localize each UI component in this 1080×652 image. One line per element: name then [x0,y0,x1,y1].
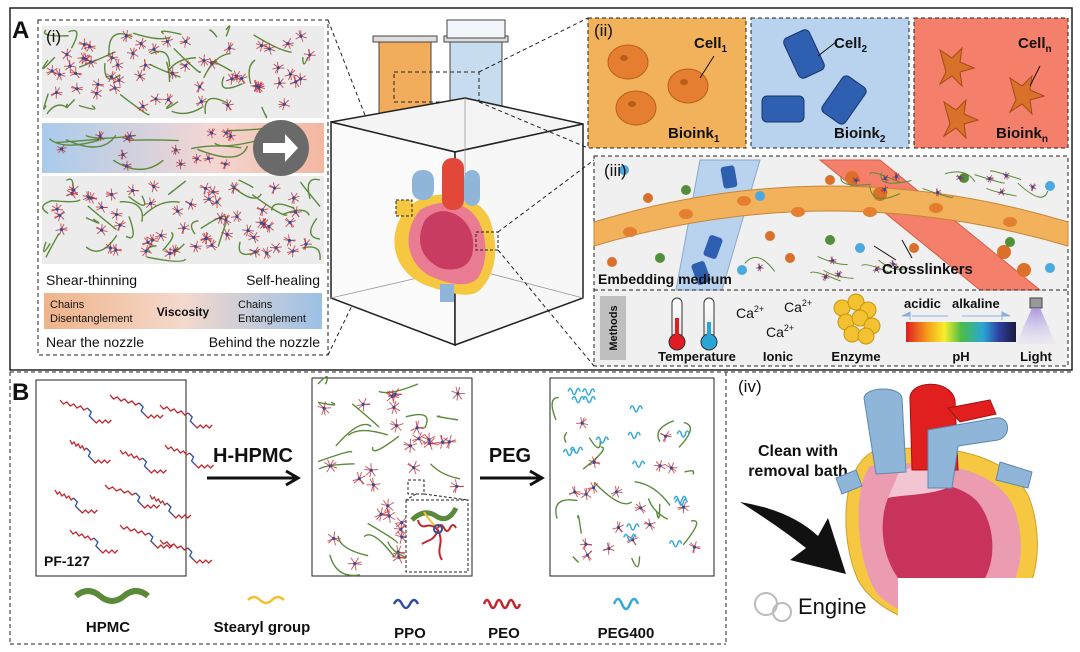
celln-label: Celln [1018,35,1052,55]
behind-nozzle-label: Behind the nozzle [209,334,321,350]
subpanel-iii-label: (iii) [604,161,627,180]
flow-arrow-icon [263,134,298,162]
filament-blue-cells [691,165,738,285]
peg-label: PEG [489,445,531,467]
cell2-label: Cell2 [834,35,868,55]
legend-peg400: PEG400 [598,625,655,642]
peg-network [551,387,701,568]
thermometer-icon [668,297,718,351]
chains-dis-2: Disentanglement [50,313,133,325]
peo-swatch [482,598,522,610]
ph-gradient [906,322,1016,342]
ppo-swatch [392,598,420,610]
chains-ent-2: Entanglement [238,313,306,325]
legend: HPMC Stearyl group PPO PEO PEG400 [74,588,655,642]
panel-a-letter: A [12,17,29,44]
zoom-inset [405,499,469,573]
stearyl-swatch [247,595,285,605]
legend-ppo: PPO [394,625,426,642]
polymer-chains-bottom [42,178,321,262]
hhpmc-network [317,376,465,577]
chains-ent-1: Chains [238,299,273,311]
ca-ion-2: Ca2+ [784,298,812,315]
arrow-to-peg [480,469,545,487]
hpmc-swatch [74,588,150,604]
panel-b-letter: B [12,379,29,406]
watermark-text: Engine [798,594,867,619]
watermark: Engine [754,578,1072,642]
ionic-label: Ionic [763,349,793,364]
ca-ion-1: Ca2+ [736,304,764,321]
chains-dis-1: Chains [50,299,85,311]
printing-cube [330,19,584,347]
polymer-chains-top [42,25,316,119]
polymer-chains-flow [48,125,278,171]
filament-cells [623,196,1017,237]
peg400-swatch [612,597,640,611]
cell1-c [615,90,657,126]
cell1-b [667,68,709,104]
cell2-a [783,29,825,79]
peg-box [549,377,715,577]
methods-label: Methods [608,305,620,350]
cell1-label: Cell1 [694,35,728,55]
cell2-c [821,75,867,125]
lamp-icon [1029,297,1043,309]
panel-a-frame [9,7,1073,371]
clean-line-2: removal bath [748,463,848,480]
ca-ion-3: Ca2+ [766,323,794,340]
subpanel-iii: (iii) Embedding medium Crosslinkers Meth… [593,155,1069,367]
bioink2-label: Bioink2 [834,125,886,145]
celln-group [938,46,1046,140]
self-healing-label: Self-healing [246,272,320,288]
cell2-b [761,95,805,123]
cell1-a [607,44,649,80]
bioinkn-label: Bioinkn [996,125,1048,145]
crosslinkers-label: Crosslinkers [882,261,973,278]
enzyme-label: Enzyme [831,349,880,364]
bioink1-label: Bioink1 [668,125,720,145]
subpanel-ii-label: (ii) [594,21,613,40]
near-nozzle-label: Near the nozzle [46,334,144,350]
subpanel-ii: (ii) Cell1 Bioink1 Cell2 Bioink2 Celln B… [587,17,1069,149]
enzyme-icon [833,293,881,345]
clean-line-1: Clean with [758,443,838,460]
legend-hpmc: HPMC [86,619,130,636]
subpanel-i: (i) Shear-thinning Self-healing Chains D… [37,19,329,356]
alkaline-label: alkaline [952,296,1000,311]
legend-stearyl: Stearyl group [214,619,311,636]
crosslinker-dots [607,165,1055,275]
shear-thinning-label: Shear-thinning [46,272,137,288]
pf127-box [35,379,187,577]
viscosity-bar [44,293,322,329]
methods-tab [600,296,626,360]
pf127-label: PF-127 [44,553,90,569]
ph-label: pH [952,349,969,364]
temperature-label: Temperature [658,349,736,364]
light-label: Light [1020,349,1052,364]
subpanel-iv-label: (iv) [738,377,762,396]
pf127-molecules [54,394,215,564]
legend-peo: PEO [488,625,520,642]
embedding-chains [744,170,1049,282]
subpanel-i-label: (i) [46,27,61,46]
acidic-label: acidic [904,296,941,311]
h-hpmc-label: H-HPMC [213,445,293,467]
viscosity-label: Viscosity [157,305,210,319]
arrow-to-hhpmc [207,469,301,487]
clean-arrow [740,502,846,574]
embedding-medium-label: Embedding medium [598,271,732,287]
